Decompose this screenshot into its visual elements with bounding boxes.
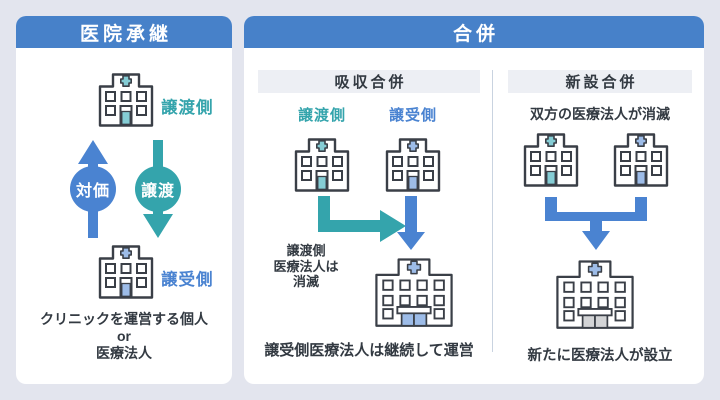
consolidation-subheader-label: 新設合併 <box>565 74 638 91</box>
straight-down-arrow-icon <box>397 196 425 250</box>
hospital-icon-surviving-corporation <box>373 256 455 328</box>
merge-arrow-icon <box>545 197 647 250</box>
compensation-label: 対価 <box>75 183 110 200</box>
transfer-label: 譲渡 <box>140 183 175 200</box>
compensation-badge: 対価 <box>70 166 116 212</box>
absorption-subheader: 吸収合併 <box>258 70 480 93</box>
absorption-note-line3: 消滅 <box>292 274 319 289</box>
absorption-note: 譲渡側 医療法人は 消滅 <box>258 243 354 290</box>
succession-header: 医院承継 <box>16 16 232 48</box>
hospital-icon-transferee <box>97 244 155 300</box>
consolidation-note: 双方の医療法人が消滅 <box>530 106 670 122</box>
succession-caption-line3: 医療法人 <box>96 345 152 361</box>
absorption-subheader-label: 吸収合併 <box>334 74 407 91</box>
merger-title: 合併 <box>452 23 499 45</box>
succession-caption-line2: or <box>117 328 131 344</box>
hospital-icon-new-corporation <box>554 258 636 330</box>
hospital-icon-transferor <box>97 72 155 128</box>
succession-caption-line1: クリニックを運営する個人 <box>40 311 208 327</box>
absorption-transferee-label: 譲受側 <box>388 107 437 124</box>
absorption-caption: 譲受側医療法人は継続して運営 <box>264 342 474 359</box>
absorption-transferor-label: 譲渡側 <box>297 107 346 124</box>
transferee-label: 譲受側 <box>161 271 214 289</box>
absorption-note-line2: 医療法人は <box>273 258 339 274</box>
consolidation-caption: 新たに医療法人が設立 <box>527 348 673 364</box>
consolidation-subheader: 新設合併 <box>508 70 692 93</box>
succession-caption: クリニックを運営する個人 or 医療法人 <box>16 311 232 362</box>
hospital-icon-consolidation-right <box>612 132 670 188</box>
hospital-icon-absorption-transferor <box>293 137 351 193</box>
transferor-label: 譲渡側 <box>161 99 214 117</box>
succession-title: 医院承継 <box>79 23 172 45</box>
transfer-badge: 譲渡 <box>135 166 181 212</box>
absorption-note-line1: 譲渡側 <box>286 243 326 258</box>
hospital-icon-absorption-transferee <box>384 137 442 193</box>
hospital-icon-consolidation-left <box>522 132 580 188</box>
elbow-arrow-icon <box>318 196 406 242</box>
merger-header: 合併 <box>244 16 704 48</box>
column-divider <box>492 70 493 352</box>
